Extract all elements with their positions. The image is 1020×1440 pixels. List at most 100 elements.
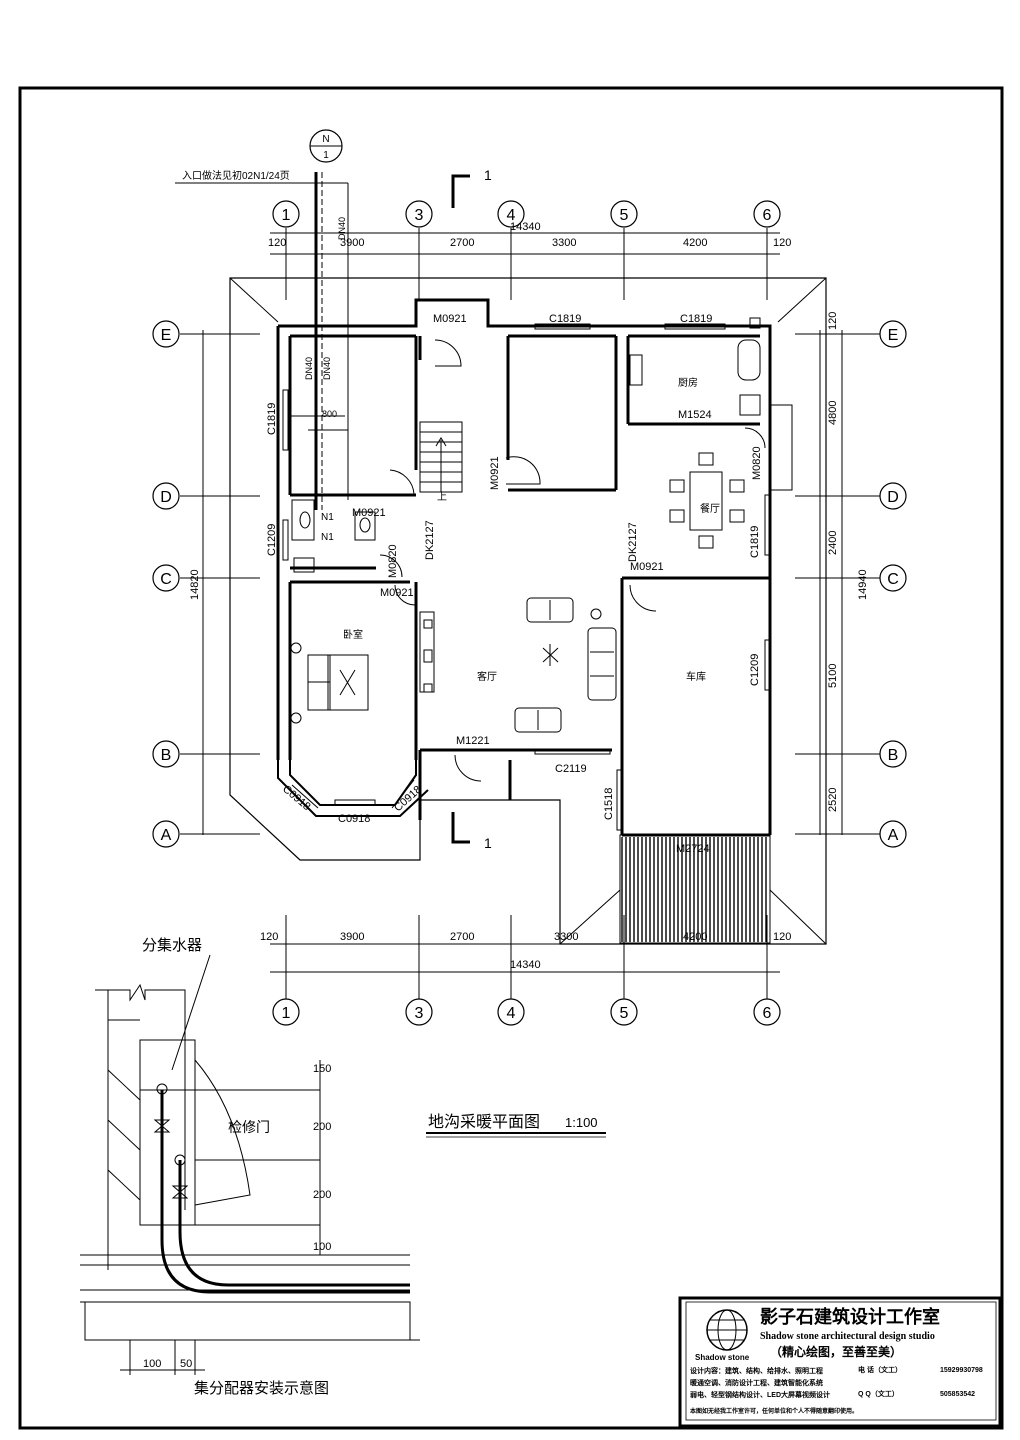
studio-name-cn: 影子石建筑设计工作室 (760, 1306, 940, 1327)
detail-title: 集分配器安装示意图 (194, 1379, 329, 1397)
dim-right-2: 2400 (827, 531, 839, 555)
dim-bottom-2: 2700 (450, 931, 474, 943)
entry-note: 入口做法见初02N1/24页 (182, 169, 290, 182)
detail-dim-3: 100 (313, 1241, 331, 1253)
axis-bubble-bottom-3: 3 (405, 998, 433, 1026)
section-mark-top: 1 (484, 167, 492, 183)
label-c1819-right: C1819 (749, 526, 761, 558)
label-c1819-left: C1819 (266, 403, 278, 435)
north-symbol-bottom: 1 (323, 150, 329, 161)
dim-top-4: 4200 (683, 237, 707, 249)
label-c1819-a: C1819 (549, 313, 581, 325)
label-n1-b: N1 (321, 532, 334, 543)
dim-bottom-3: 3300 (554, 931, 578, 943)
svg-text:6: 6 (763, 1005, 772, 1022)
room-dining: 餐厅 (700, 502, 720, 515)
svg-text:D: D (887, 489, 899, 506)
label-m0921-garage: M0921 (630, 561, 664, 573)
label-c1209-right: C1209 (749, 654, 761, 686)
label-c1209-left: C1209 (266, 524, 278, 556)
label-c1518: C1518 (603, 788, 615, 820)
axis-bubble-right-E: E (879, 320, 907, 348)
drawing-title: 地沟采暖平面图 (428, 1113, 540, 1131)
detail-dim-1: 200 (313, 1121, 331, 1133)
label-m0921-bed: M0921 (380, 587, 414, 599)
label-m1221: M1221 (456, 735, 490, 747)
label-m0921-left: M0921 (352, 507, 386, 519)
svg-text:5: 5 (620, 1005, 629, 1022)
label-m0820: M0820 (387, 544, 399, 578)
axis-bubble-top-1: 1 (272, 200, 300, 228)
axis-bubble-left-A: A (152, 820, 180, 848)
label-dk2127-right: DK2127 (627, 522, 639, 562)
axis-bubble-right-A: A (879, 820, 907, 848)
north-symbol: N 1 (309, 129, 343, 163)
detail-bottom-dim-1: 50 (180, 1358, 192, 1370)
axis-bubble-left-E: E (152, 320, 180, 348)
pipe-dn40-b: DN40 (304, 357, 314, 380)
dim-right-4: 2520 (827, 788, 839, 812)
room-garage: 车库 (686, 670, 706, 683)
dim-bottom-1: 3900 (340, 931, 364, 943)
room-living: 客厅 (477, 670, 497, 683)
dim-top-5: 120 (773, 237, 791, 249)
axis-bubble-bottom-5: 5 (610, 998, 638, 1026)
axis-bubble-left-B: B (152, 740, 180, 768)
detail-manifold-label: 分集水器 (142, 937, 202, 954)
dim-bottom-5: 120 (773, 931, 791, 943)
dim-right-total: 14940 (857, 569, 869, 600)
room-kitchen: 厨房 (678, 376, 698, 389)
label-up: 上 (437, 491, 447, 503)
svg-text:4: 4 (507, 207, 516, 224)
svg-text:5: 5 (620, 207, 629, 224)
label-m0921-top: M0921 (433, 313, 467, 325)
dim-right-1: 4800 (827, 401, 839, 425)
dim-left-total: 14820 (189, 569, 201, 600)
svg-text:4: 4 (507, 1005, 516, 1022)
svg-text:C: C (160, 571, 172, 588)
studio-phone: 15929930798 (940, 1367, 983, 1374)
axis-bubble-right-B: B (879, 740, 907, 768)
dim-top-3: 3300 (552, 237, 576, 249)
sheet-border (18, 86, 1004, 1430)
svg-text:1: 1 (282, 207, 291, 224)
axis-bubble-bottom-1: 1 (272, 998, 300, 1026)
dim-right-3: 5100 (827, 664, 839, 688)
svg-text:D: D (160, 489, 172, 506)
svg-text:3: 3 (415, 1005, 424, 1022)
axis-bubble-right-C: C (879, 564, 907, 592)
drawing-scale: 1:100 (565, 1115, 598, 1130)
studio-name-en: Shadow stone architectural design studio (760, 1331, 935, 1342)
dim-top-total: 14340 (510, 221, 541, 233)
studio-qq-label: Q Q（文工） (858, 1389, 899, 1398)
axis-bubble-right-D: D (879, 482, 907, 510)
label-c0918-b: C0918 (338, 813, 370, 825)
studio-title-block: 影子石建筑设计工作室 Shadow stone architectural de… (678, 1296, 1002, 1428)
axis-bubble-top-3: 3 (405, 200, 433, 228)
svg-text:A: A (888, 827, 899, 844)
axis-bubble-top-5: 5 (610, 200, 638, 228)
studio-phone-label: 电 话（文工） (858, 1365, 902, 1374)
axis-bubble-top-4: 4 (497, 200, 525, 228)
studio-qq: 505853542 (940, 1391, 975, 1398)
studio-footer: 本图如无经我工作室许可，任何单位和个人不得随意翻印使用。 (690, 1407, 858, 1415)
axis-bubble-top-6: 6 (753, 200, 781, 228)
dim-top-0: 120 (268, 237, 286, 249)
svg-text:3: 3 (415, 207, 424, 224)
dim-right-0: 120 (827, 312, 839, 330)
svg-text:C: C (887, 571, 899, 588)
dim-bottom-4: 4200 (683, 931, 707, 943)
label-c1819-b: C1819 (680, 313, 712, 325)
svg-text:B: B (161, 747, 172, 764)
label-m0921-stair: M0921 (489, 456, 501, 490)
svg-text:B: B (888, 747, 899, 764)
studio-slogan: （精心绘图，至善至美） (770, 1344, 902, 1359)
pipe-dn40-c: DN40 (322, 357, 332, 380)
detail-dim-2: 200 (313, 1189, 331, 1201)
room-bedroom: 卧室 (343, 628, 363, 641)
axis-bubble-left-C: C (152, 564, 180, 592)
north-symbol-top: N (322, 134, 329, 145)
label-n1-a: N1 (321, 512, 334, 523)
axis-bubble-left-D: D (152, 482, 180, 510)
pipe-dim-800: 800 (322, 409, 337, 419)
